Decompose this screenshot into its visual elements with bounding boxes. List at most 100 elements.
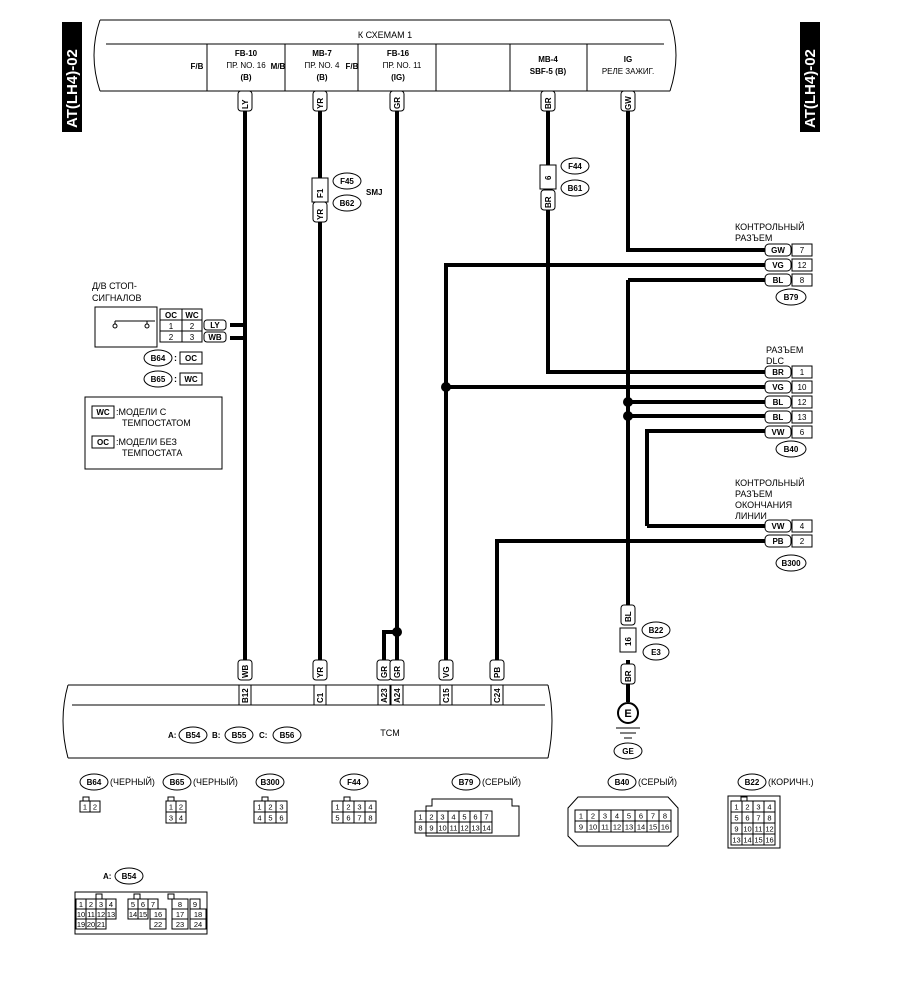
face-pin: 3 [603, 812, 607, 821]
face-cell [275, 811, 288, 824]
face-cell [658, 820, 672, 833]
face-pin: 8 [178, 900, 182, 909]
splice-vg [441, 382, 451, 392]
svg-text:B56: B56 [280, 731, 295, 740]
view-connector-color: (СЕРЫЙ) [482, 776, 521, 787]
connector-id [775, 440, 807, 458]
face-pin: 2 [745, 803, 749, 812]
tcm-pin: C1 [316, 692, 325, 703]
svg-text:РАЗЪЕМ: РАЗЪЕМ [766, 345, 803, 355]
connector-id-text: B300 [781, 559, 801, 568]
fuse3-name: FB-16 [387, 49, 410, 58]
face-pin: 9 [193, 900, 197, 909]
svg-text:TCM: TCM [380, 728, 400, 738]
view-connector-color: (КОРИЧН.) [768, 777, 814, 787]
svg-text:GW: GW [624, 96, 633, 110]
svg-text:DLC: DLC [766, 356, 785, 366]
view-connector-id [79, 773, 109, 791]
view-prefix: A: [103, 872, 111, 881]
face-cell [763, 833, 776, 846]
face-pin: 17 [176, 910, 184, 919]
view-connector-id [737, 773, 767, 791]
view-connector-name: F44 [347, 778, 361, 787]
svg-text:B55: B55 [232, 731, 247, 740]
svg-text:16: 16 [624, 637, 633, 646]
wire-tag [764, 425, 792, 439]
face-pin: 10 [589, 823, 597, 832]
tcm-wire-label [438, 659, 454, 681]
svg-text:WC: WC [184, 375, 198, 384]
pin-number: 13 [798, 413, 807, 422]
svg-text:B54: B54 [186, 731, 201, 740]
face-pin: 11 [755, 825, 763, 834]
fuse-relay-box: К СХЕМАМ 1 F/B FB-10 ПР. NO. 16 (B) M/B … [93, 19, 677, 92]
wire-tag-text: VG [772, 261, 784, 270]
face-pin: 16 [765, 836, 773, 845]
tcm-wire-text: YR [316, 667, 325, 678]
face-pin: 3 [357, 803, 361, 812]
svg-text:ОКОНЧАНИЯ: ОКОНЧАНИЯ [735, 500, 792, 510]
face-pin: 11 [601, 823, 609, 832]
face-pin: 8 [767, 814, 771, 823]
face-pin: 9 [734, 825, 738, 834]
face-pin: 14 [637, 823, 645, 832]
face-pin: 1 [418, 813, 422, 822]
face-pin: 1 [169, 803, 173, 812]
face-pin: 14 [482, 824, 490, 833]
svg-text:F44: F44 [568, 162, 582, 171]
view-connector-name: B22 [745, 778, 760, 787]
svg-text:6: 6 [544, 175, 553, 180]
pin-cell [791, 534, 813, 548]
right-connectors: КОНТРОЛЬНЫЙ РАЗЪЕМ РАЗЪЕМ DLC КОНТРОЛЬНЫ… [735, 221, 813, 572]
wire-tag-text: BL [773, 398, 784, 407]
fuse3-line3: (IG) [391, 73, 405, 82]
face-pin: 10 [77, 910, 85, 919]
face-pin: 7 [357, 814, 361, 823]
face-cell [480, 821, 493, 834]
svg-text:LY: LY [241, 99, 250, 109]
face-pin: 21 [97, 920, 105, 929]
svg-text:ТЕМПОСТАТА: ТЕМПОСТАТА [122, 448, 182, 458]
svg-text:BR: BR [544, 97, 553, 109]
svg-text:BR: BR [624, 670, 633, 682]
view-connector-name: B79 [459, 778, 474, 787]
face-pin: 1 [579, 812, 583, 821]
svg-text:ЛИНИИ: ЛИНИИ [735, 511, 767, 521]
svg-text:AT(LH4)-02: AT(LH4)-02 [802, 49, 819, 128]
side-tag-left: AT(LH4)-02 [62, 22, 82, 132]
wire-tag-text: BR [772, 368, 784, 377]
wire-labels: LY YR GR BR GW [237, 90, 636, 112]
face-pin: 9 [429, 824, 433, 833]
view-connector-id [255, 773, 285, 791]
face-pin: 13 [107, 910, 115, 919]
face-pin: 20 [87, 920, 95, 929]
pin-number: 12 [798, 398, 807, 407]
face-pin: 4 [615, 812, 619, 821]
svg-text:YR: YR [316, 98, 325, 109]
view-connector-name: B300 [260, 778, 280, 787]
face-pin: 11 [450, 824, 458, 833]
svg-text::: : [174, 353, 177, 363]
pin-number: 4 [800, 522, 805, 531]
face-pin: 2 [429, 813, 433, 822]
splice-bl-1 [623, 397, 633, 407]
fuse1-line3: (B) [240, 73, 251, 82]
fuse2-line3: (B) [316, 73, 327, 82]
wire-tag-text: BL [773, 276, 784, 285]
smj-joint: F1 YR F45 B62 SMJ [311, 172, 382, 223]
face-pin: 13 [471, 824, 479, 833]
svg-text:РАЗЪЕМ: РАЗЪЕМ [735, 233, 772, 243]
svg-text:РАЗЪЕМ: РАЗЪЕМ [735, 489, 772, 499]
fuse3-line2: ПР. NO. 11 [383, 61, 422, 70]
wire-tag-text: BL [773, 413, 784, 422]
pin-number: 10 [798, 383, 807, 392]
svg-text:E3: E3 [651, 648, 661, 657]
face-pin: 8 [418, 824, 422, 833]
face-pin: 14 [743, 836, 751, 845]
face-pin: 16 [154, 910, 162, 919]
face-pin: 5 [627, 812, 631, 821]
face-pin: 10 [743, 825, 751, 834]
